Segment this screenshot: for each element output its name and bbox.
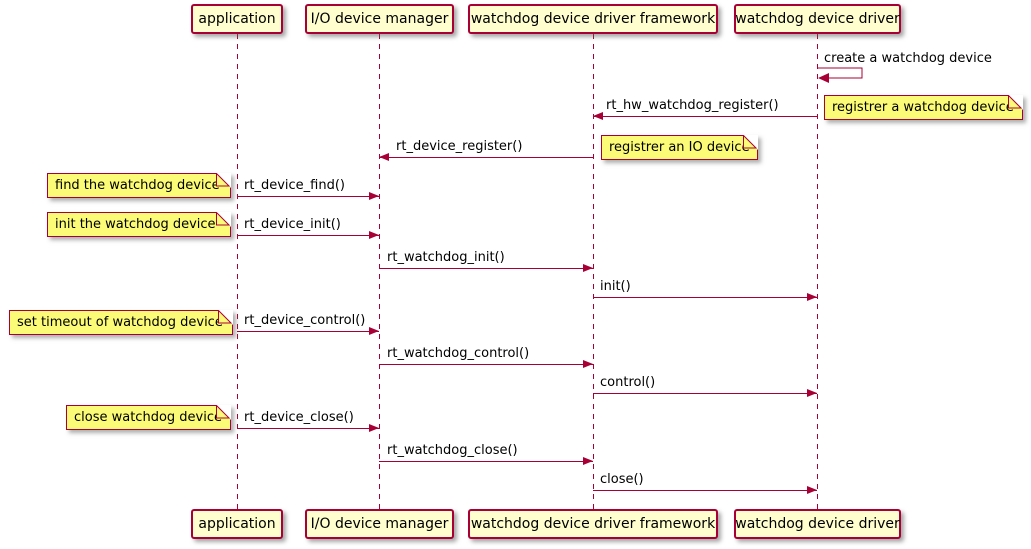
note-text: set timeout of watchdog device (17, 315, 223, 330)
message-line (237, 235, 379, 236)
participant-watchdog-driver-bottom: watchdog device driver (734, 509, 901, 539)
message-line (379, 268, 593, 269)
note-fold-icon (216, 173, 231, 188)
arrowhead-right-icon (369, 231, 379, 239)
note-registrer-watchdog-device: registrer a watchdog device (824, 95, 1023, 120)
note-find-watchdog-device: find the watchdog device (47, 173, 231, 198)
participant-label: I/O device manager (310, 516, 449, 532)
note-fold-icon (218, 310, 233, 325)
message-line (237, 196, 379, 197)
note-fold-icon (1008, 95, 1023, 110)
participant-label: watchdog device driver (735, 516, 900, 532)
lifeline-application (237, 34, 238, 510)
message-label-init: init() (600, 279, 631, 294)
lifeline-watchdog-framework (593, 34, 594, 510)
message-label-rt-watchdog-control: rt_watchdog_control() (387, 346, 530, 361)
note-fold-icon (216, 212, 231, 227)
message-line (379, 157, 593, 158)
message-label-rt-device-find: rt_device_find() (244, 178, 345, 193)
note-close-watchdog-device: close watchdog device (66, 405, 231, 430)
note-set-timeout-watchdog-device: set timeout of watchdog device (9, 310, 233, 335)
note-text: registrer an IO device (609, 140, 750, 155)
message-label-rt-device-init: rt_device_init() (244, 217, 341, 232)
self-arrow-icon (818, 67, 863, 83)
participant-io-device-manager-top: I/O device manager (305, 4, 454, 34)
message-label-control: control() (600, 375, 656, 390)
arrowhead-right-icon (583, 360, 593, 368)
note-init-watchdog-device: init the watchdog device (47, 212, 231, 237)
note-text: close watchdog device (74, 410, 222, 425)
message-line (237, 331, 379, 332)
message-label-rt-watchdog-init: rt_watchdog_init() (387, 250, 505, 265)
participant-watchdog-framework-bottom: watchdog device driver framework (468, 509, 718, 539)
note-registrer-io-device: registrer an IO device (601, 135, 758, 160)
arrowhead-right-icon (807, 486, 817, 494)
participant-label: watchdog device driver framework (470, 516, 716, 532)
message-label-rt-device-control: rt_device_control() (244, 313, 366, 328)
message-line (593, 297, 817, 298)
message-line (593, 393, 817, 394)
participant-label: I/O device manager (310, 11, 449, 27)
lifeline-watchdog-driver (817, 34, 818, 510)
arrowhead-right-icon (369, 192, 379, 200)
message-label-rt-device-register: rt_device_register() (396, 139, 523, 154)
message-label-rt-hw-watchdog-register: rt_hw_watchdog_register() (606, 98, 779, 113)
participant-label: application (198, 516, 276, 532)
participant-label: application (198, 11, 276, 27)
arrowhead-left-icon (379, 153, 389, 161)
message-line (237, 428, 379, 429)
message-line (593, 490, 817, 491)
note-text: registrer a watchdog device (832, 100, 1014, 115)
participant-label: watchdog device driver (735, 11, 900, 27)
note-fold-icon (216, 405, 231, 420)
arrowhead-right-icon (369, 424, 379, 432)
arrowhead-right-icon (807, 389, 817, 397)
arrowhead-right-icon (583, 457, 593, 465)
message-label-close: close() (600, 472, 644, 487)
note-text: find the watchdog device (55, 178, 220, 193)
message-line (379, 364, 593, 365)
message-line (379, 461, 593, 462)
message-label-create-watchdog-device: create a watchdog device (824, 51, 992, 66)
message-line (593, 116, 817, 117)
participant-io-device-manager-bottom: I/O device manager (305, 509, 454, 539)
arrowhead-left-icon (593, 112, 603, 120)
message-label-rt-device-close: rt_device_close() (244, 410, 354, 425)
participant-label: watchdog device driver framework (470, 11, 716, 27)
participant-watchdog-driver-top: watchdog device driver (734, 4, 901, 34)
note-text: init the watchdog device (55, 217, 216, 232)
participant-application-top: application (191, 4, 283, 34)
arrowhead-right-icon (583, 264, 593, 272)
note-fold-icon (743, 135, 758, 150)
message-label-rt-watchdog-close: rt_watchdog_close() (387, 443, 518, 458)
lifeline-io-device-manager (379, 34, 380, 510)
arrowhead-right-icon (807, 293, 817, 301)
arrowhead-right-icon (369, 327, 379, 335)
participant-application-bottom: application (191, 509, 283, 539)
participant-watchdog-framework-top: watchdog device driver framework (468, 4, 718, 34)
